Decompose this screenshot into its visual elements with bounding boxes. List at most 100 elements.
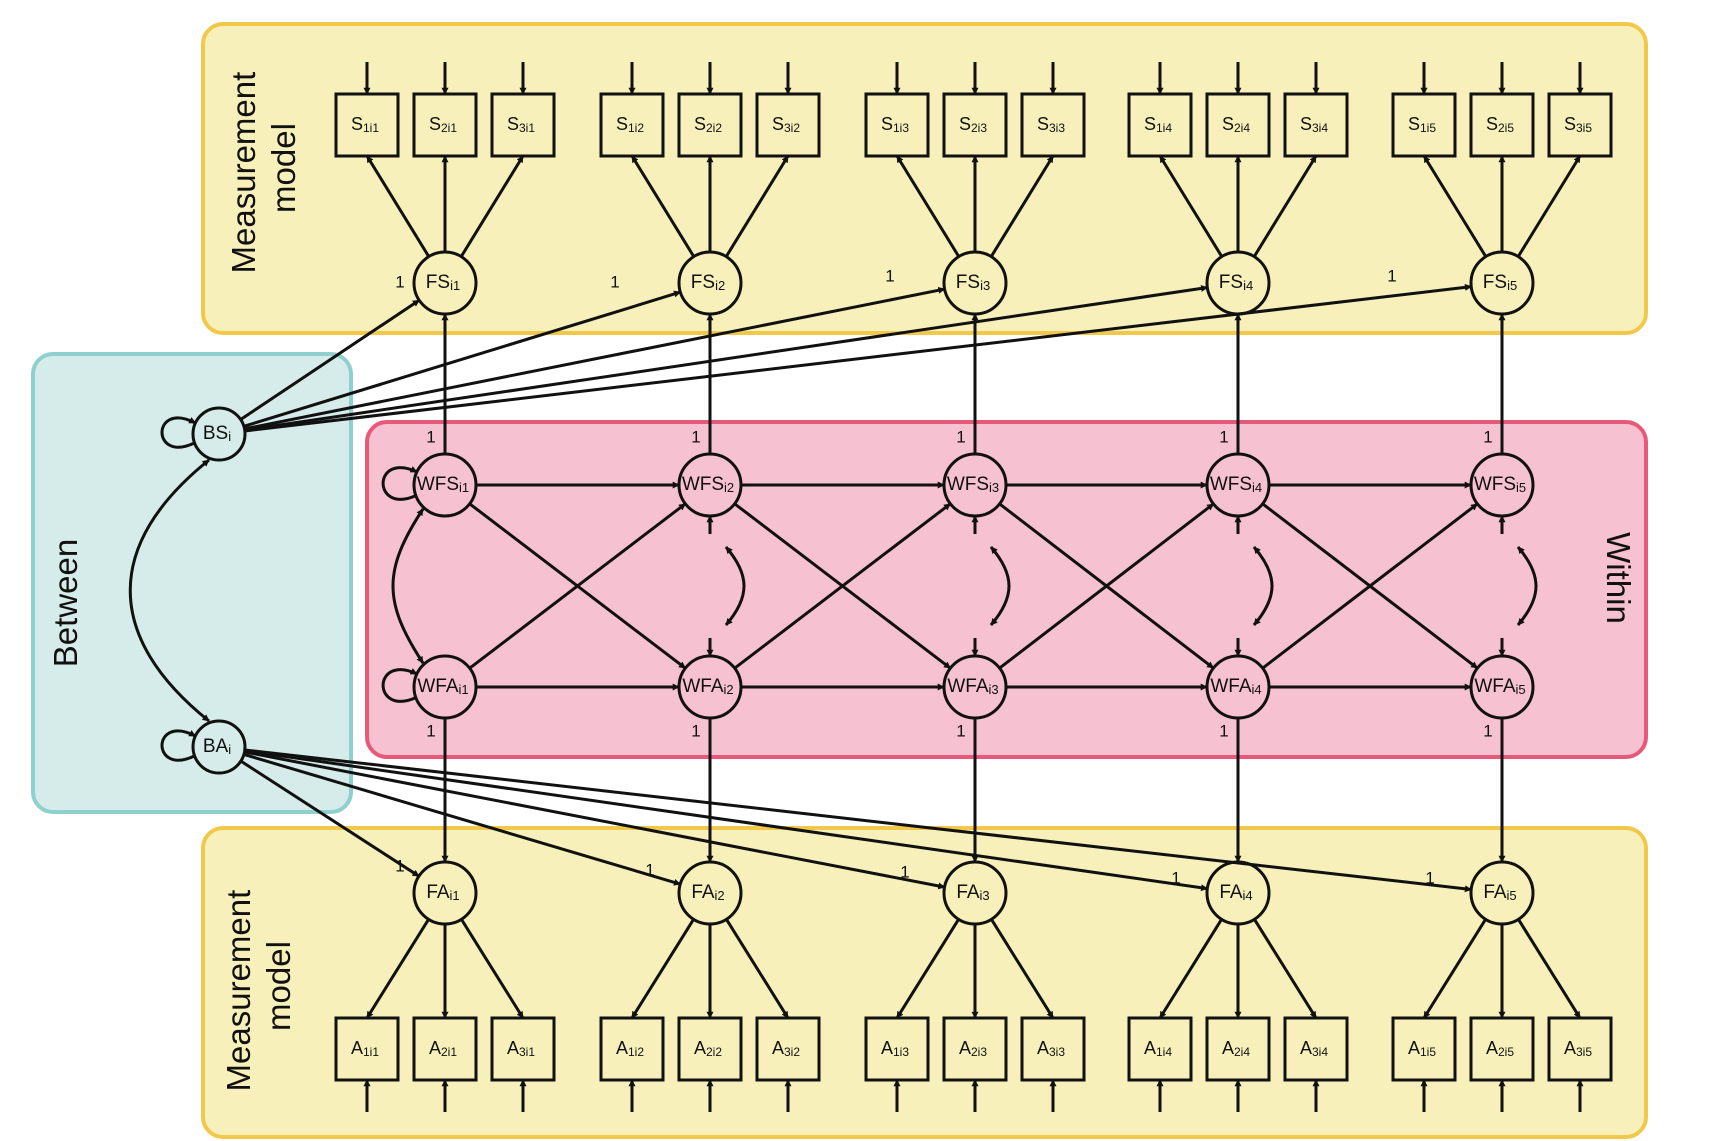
wfs-factor-node-5-circle	[1469, 452, 1535, 518]
indicator-a2-box-1-box	[412, 1016, 478, 1082]
indicator-a1-box-1-box	[334, 1016, 400, 1082]
wfa-factor-node-5: WFAi5	[1469, 654, 1535, 720]
indicator-a3-box-1-box	[490, 1016, 556, 1082]
fa-factor-node-5-label: FAi5	[1483, 882, 1516, 903]
indicator-s2-box-5-box	[1469, 92, 1535, 158]
indicator-s3-box-2: S3i2	[755, 92, 821, 158]
indicator-a2-box-2-box	[677, 1016, 743, 1082]
wfs-fs-loading-2: 1	[691, 427, 700, 446]
wfa-to-wfs-crosslag-arrow-3	[998, 502, 1215, 670]
indicator-a3-box-5-box	[1547, 1016, 1613, 1082]
between-label: Between	[47, 539, 84, 667]
indicator-s2-box-1: S2i1	[412, 92, 478, 158]
wfa-to-wfs-crosslag-arrow-2	[733, 502, 952, 670]
indicator-s2-box-2-box	[677, 92, 743, 158]
wfa-factor-node-4-circle	[1205, 654, 1271, 720]
indicator-s1-box-3: S1i3	[864, 92, 930, 158]
wfa-fa-loading-5: 1	[1483, 721, 1492, 740]
indicator-a1-box-3-box	[864, 1016, 930, 1082]
wfs-factor-node-1-circle	[412, 452, 478, 518]
indicator-s1-box-5-box	[1391, 92, 1457, 158]
indicator-a1-box-4-label: A1i4	[1144, 1038, 1172, 1059]
fa-factor-node-1-circle	[412, 860, 478, 926]
wfa-factor-node-2-circle	[677, 654, 743, 720]
indicator-a1-box-5: A1i5	[1391, 1016, 1457, 1082]
fa-to-a1-arrow-4	[1158, 918, 1223, 1019]
wfa-fa-loading-1: 1	[426, 721, 435, 740]
fa-factor-node-4: FAi4	[1205, 860, 1271, 926]
indicator-a1-box-1-label: A1i1	[351, 1038, 379, 1059]
indicator-s3-box-1-label: S3i1	[507, 114, 535, 135]
wfs-factor-node-2-circle	[677, 452, 743, 518]
measurement-model-bottom-label: Measurement model	[220, 881, 297, 1092]
fa-factor-node-2: FAi2	[677, 860, 743, 926]
bs-fs-loading-1: 1	[395, 272, 404, 291]
fa-factor-node-5-circle	[1469, 860, 1535, 926]
bs-to-fs-arrow-4	[244, 285, 1209, 432]
residual-covariance-2	[724, 546, 746, 626]
wfs-fs-loading-1: 1	[426, 427, 435, 446]
indicator-a3-box-2: A3i2	[755, 1016, 821, 1082]
bs-ba-covariance	[128, 458, 210, 723]
indicator-a1-box-2-box	[599, 1016, 665, 1082]
ba-fa-loading-2: 1	[645, 860, 654, 879]
fa-to-a3-arrow-3	[990, 918, 1055, 1019]
wfs-factor-node-4-circle	[1205, 452, 1271, 518]
wfa-factor-node-2-label: WFAi2	[682, 676, 733, 697]
indicator-a1-box-3: A1i3	[864, 1016, 930, 1082]
fa-to-a3-arrow-1	[460, 918, 525, 1019]
ba-to-fa-arrow-1	[240, 759, 420, 878]
fs-factor-node-1-label: FSi1	[426, 272, 460, 293]
indicator-a2-box-1: A2i1	[412, 1016, 478, 1082]
bs-to-fs-arrow-5	[244, 283, 1472, 433]
indicator-a2-box-4-box	[1205, 1016, 1271, 1082]
indicator-a3-box-4: A3i4	[1283, 1016, 1349, 1082]
fa-factor-node-5: FAi5	[1469, 860, 1535, 926]
indicator-a2-box-3-label: A2i3	[959, 1038, 987, 1059]
fs-to-s3-arrow-5	[1516, 155, 1582, 258]
fa-to-a3-arrow-4	[1253, 918, 1318, 1019]
indicator-s2-box-4: S2i4	[1205, 92, 1271, 158]
measurement-model-top-label: Measurement model	[225, 63, 302, 274]
fs-to-s1-arrow-4	[1158, 155, 1224, 258]
fa-factor-node-1: FAi1	[412, 860, 478, 926]
wfs-factor-node-3-circle	[942, 452, 1008, 518]
residual-covariance-5	[1516, 546, 1538, 626]
fs-factor-node-2: FSi2	[677, 250, 743, 316]
indicator-s1-box-1-label: S1i1	[351, 114, 379, 135]
indicator-a3-box-3-box	[1020, 1016, 1086, 1082]
wfa-factor-node-4: WFAi4	[1205, 654, 1271, 720]
bs-factor-node-label: BSi	[203, 423, 231, 444]
fs-factor-node-3-label: FSi3	[956, 272, 990, 293]
between-region	[31, 352, 353, 814]
fa-to-a1-arrow-1	[365, 918, 430, 1019]
wfs-wfa-covariance-1	[391, 508, 425, 664]
fa-factor-node-3-circle	[942, 860, 1008, 926]
indicator-a3-box-5-label: A3i5	[1564, 1038, 1592, 1059]
fs-factor-node-5-circle	[1469, 250, 1535, 316]
ba-fa-loading-4: 1	[1171, 868, 1180, 887]
ba-to-fa-arrow-5	[244, 748, 1472, 893]
indicator-s2-box-3-label: S2i3	[959, 114, 987, 135]
indicator-a1-box-5-box	[1391, 1016, 1457, 1082]
within-region	[365, 420, 1648, 759]
indicator-s3-box-3: S3i3	[1020, 92, 1086, 158]
wfa-to-wfs-crosslag-arrow-4	[1261, 502, 1479, 670]
fs-factor-node-1-circle	[412, 250, 478, 316]
ba-variance	[160, 729, 197, 762]
indicator-a2-box-1-label: A2i1	[429, 1038, 457, 1059]
indicator-a1-box-2: A1i2	[599, 1016, 665, 1082]
ba-fa-loading-1: 1	[395, 856, 404, 875]
indicator-a1-box-4-box	[1127, 1016, 1193, 1082]
indicator-s3-box-5: S3i5	[1547, 92, 1613, 158]
indicator-s3-box-3-label: S3i3	[1037, 114, 1065, 135]
fa-factor-node-4-label: FAi4	[1219, 882, 1252, 903]
fs-to-s3-arrow-1	[459, 155, 525, 258]
wfa-fa-loading-2: 1	[691, 721, 700, 740]
fa-factor-node-2-label: FAi2	[691, 882, 724, 903]
wfs-factor-node-5: WFSi5	[1469, 452, 1535, 518]
wfs-fs-loading-5: 1	[1483, 427, 1492, 446]
wfa-factor-node-1-label: WFAi1	[417, 676, 468, 697]
indicator-s1-box-3-box	[864, 92, 930, 158]
